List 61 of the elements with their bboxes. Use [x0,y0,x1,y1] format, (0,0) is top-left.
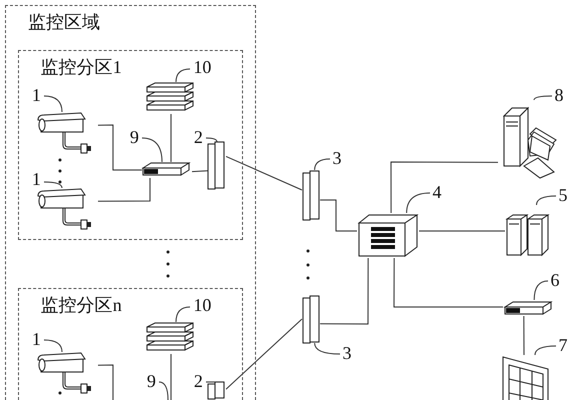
cable-line [98,124,142,170]
callout-number: 1 [29,85,44,106]
cable-line [226,156,302,190]
callout-number: 1 [29,329,44,350]
router-drawing [357,213,419,258]
cable-line [390,162,498,214]
leader-line [176,306,190,322]
zone-title: 监控区域 [28,12,100,34]
cable-line [418,230,506,232]
cable-line [98,364,114,400]
leader-line [314,342,340,354]
cable-line [394,258,504,308]
zone-title: 监控分区n [40,294,122,316]
leader-line [534,280,548,300]
cable-line [320,200,358,232]
callout-number: 3 [340,343,354,365]
antenna-panel [207,381,226,400]
antenna-panel [302,295,320,343]
leader-line [536,196,556,206]
callout-number: 4 [430,182,444,204]
leader-line [406,192,430,214]
callout-number: 10 [189,295,216,318]
cable-line [226,318,302,390]
callout-number: 7 [556,335,570,357]
cable-line [98,178,150,202]
callout-number: 10 [189,57,216,80]
leader-line [176,68,190,82]
callout-number: 3 [330,148,344,170]
callout-number: 8 [552,85,566,107]
leader-line [314,158,330,170]
leader-line [206,138,218,142]
callout-number: 9 [144,371,158,392]
storage-stack-drawing [145,321,196,354]
antenna-panel [207,141,226,190]
zone-title: 监控分区1 [40,56,122,78]
leader-line [44,182,62,188]
callout-number: 1 [29,169,44,190]
display-wall-drawing [500,355,550,400]
switch-drawing [141,161,192,178]
cable-line [523,316,524,356]
callout-number: 2 [191,371,206,392]
cable-line [192,170,208,172]
leader-line [44,340,62,352]
storage-stack-drawing [145,81,196,114]
callout-number: 5 [556,185,570,207]
zone-frame [18,50,243,240]
leader-line [142,138,162,162]
cable-line [170,114,172,162]
switch-drawing [503,300,555,316]
cable-line [170,354,172,400]
leader-line [534,96,552,100]
leader-line [534,346,556,356]
cable-line [320,258,369,324]
zone-frame [18,288,243,400]
callout-number: 6 [548,270,562,292]
callout-number: 9 [127,127,142,148]
callout-number: 2 [191,127,206,148]
antenna-panel [302,170,320,220]
region-frame [5,5,256,400]
leader-line [44,96,62,112]
leader-line [158,382,168,400]
